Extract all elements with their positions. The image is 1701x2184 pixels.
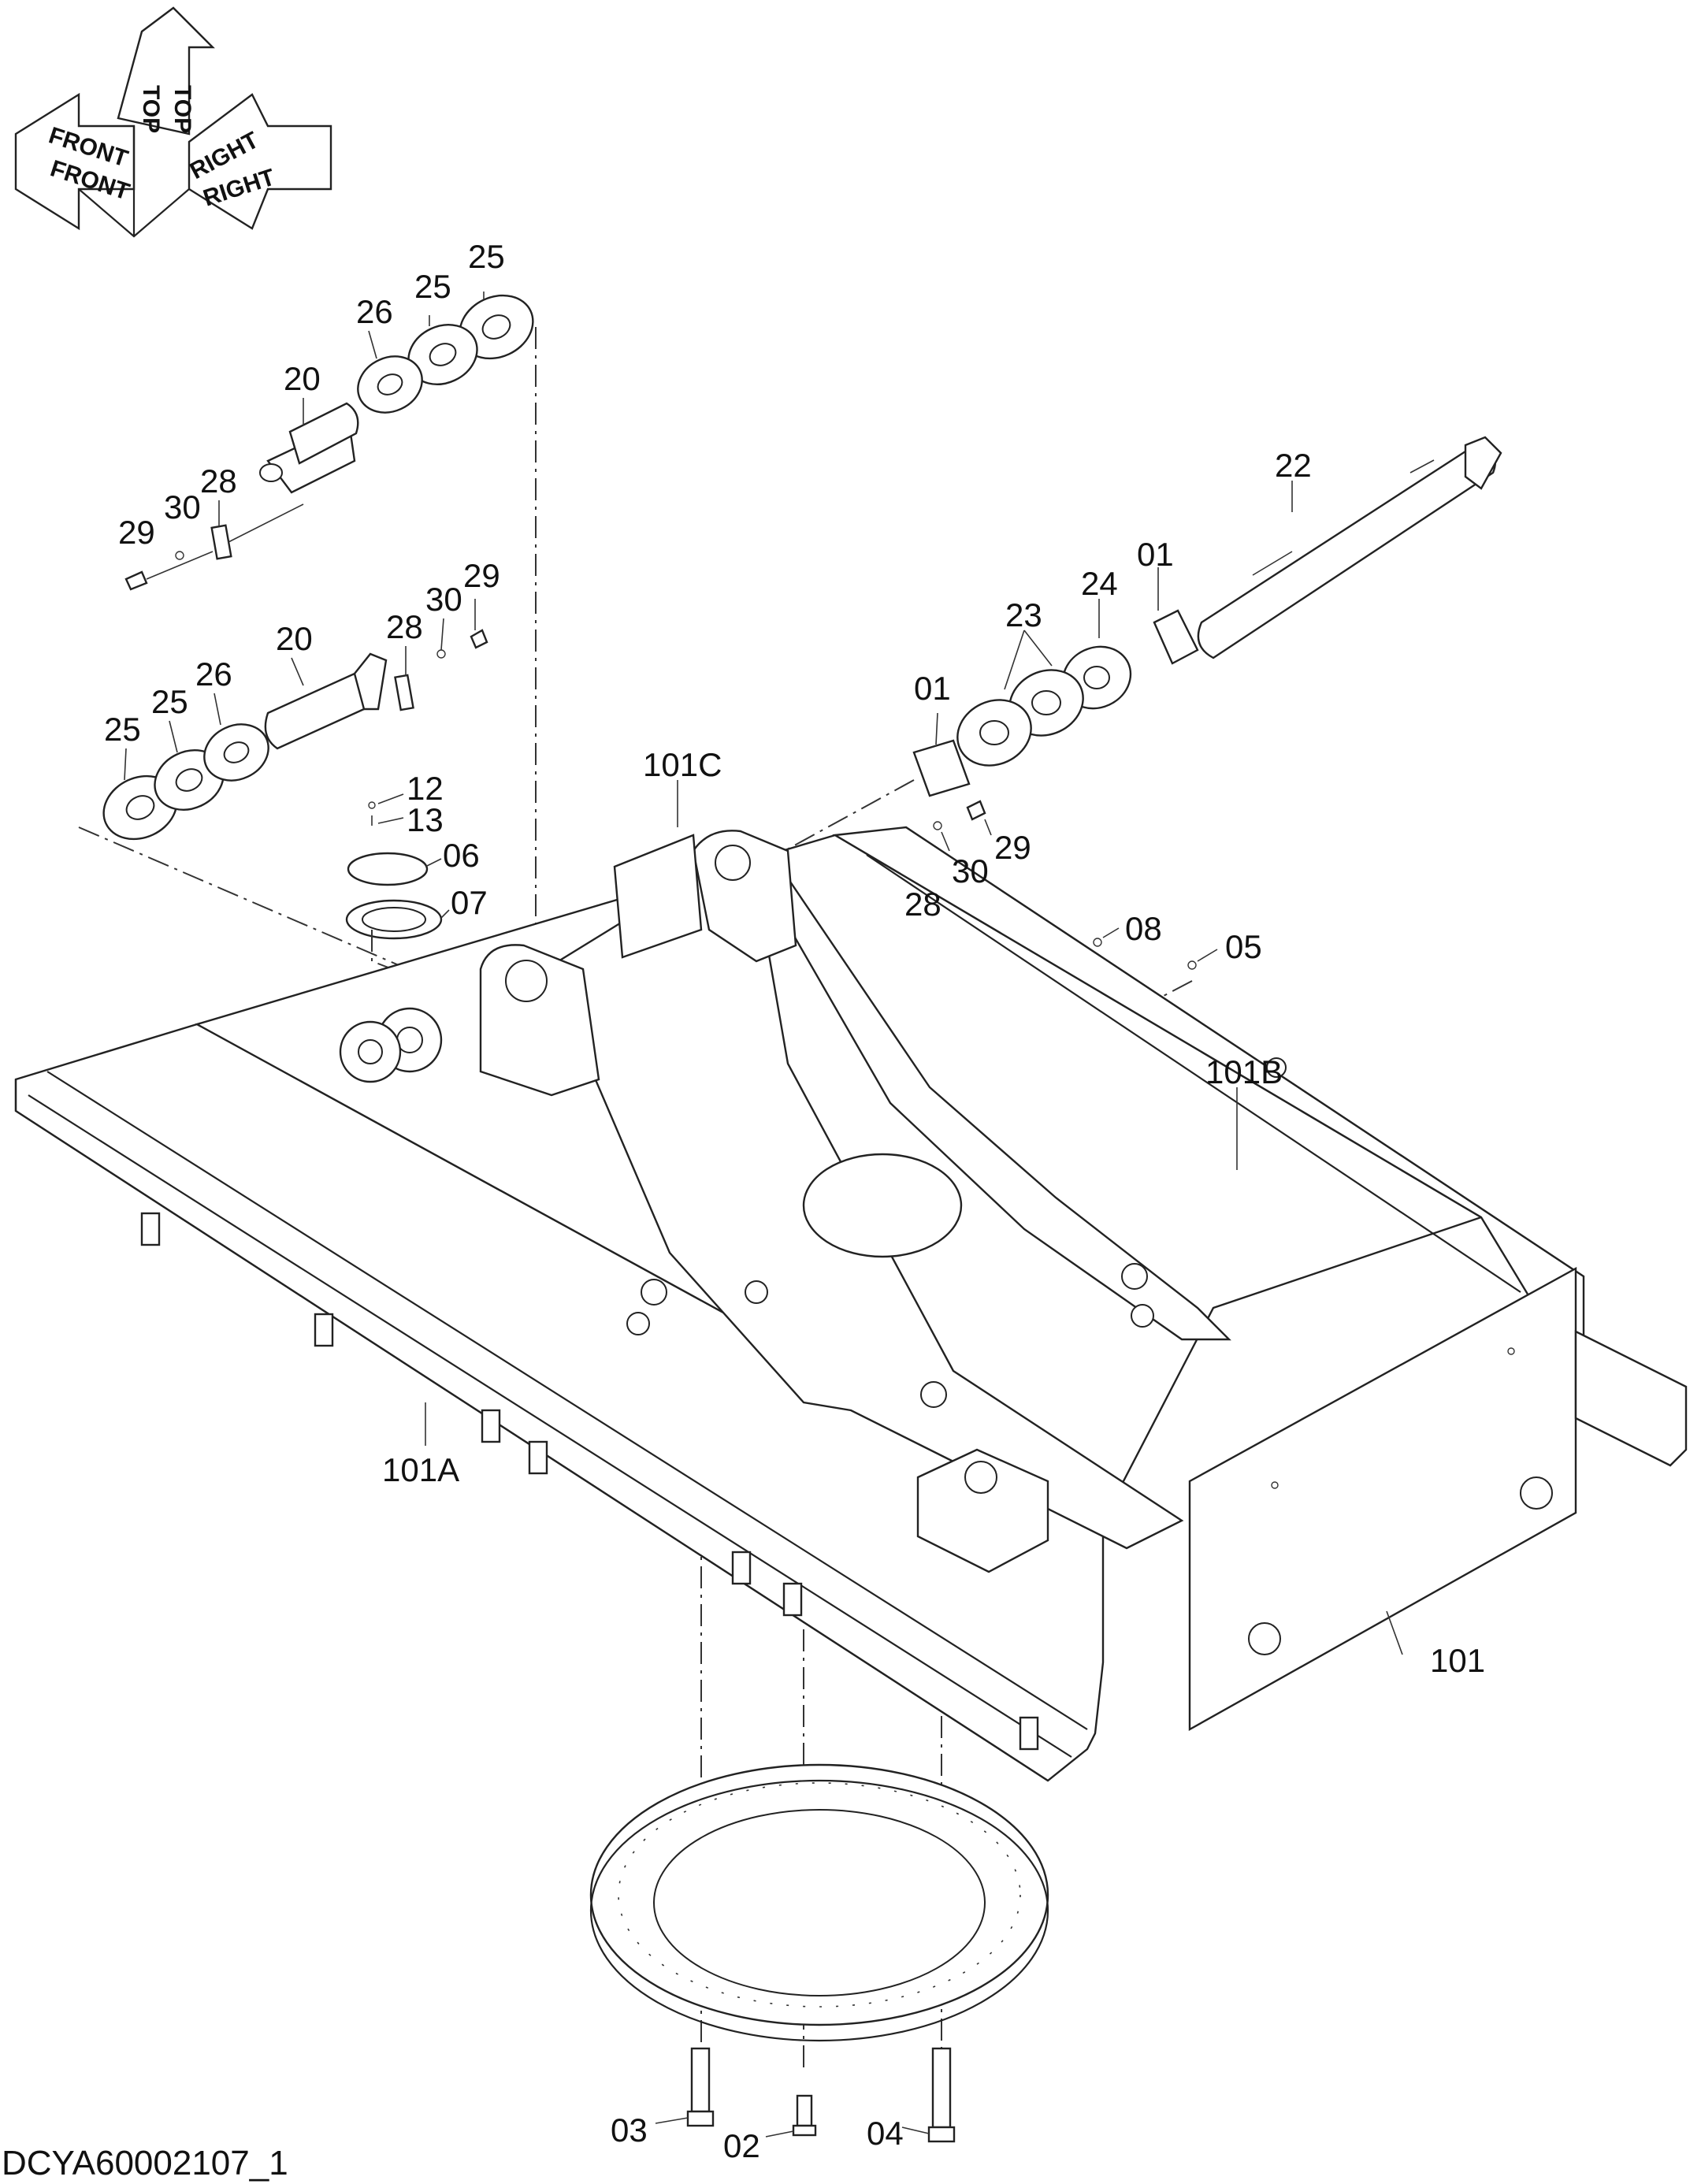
callout-28: 28 — [904, 886, 941, 923]
plate-28-upper — [210, 524, 232, 560]
bolt-29-upper — [124, 570, 148, 591]
pin-20-lower-plate — [353, 652, 388, 711]
orientation-top-right: TOP — [169, 85, 195, 133]
lug-4 — [528, 1440, 548, 1475]
callout-101: 101 — [1430, 1642, 1485, 1679]
lug-6 — [782, 1582, 803, 1617]
callout-01: 01 — [1137, 536, 1174, 573]
callout-08: 08 — [1125, 910, 1162, 947]
callout-23: 23 — [1005, 596, 1042, 633]
lug-2 — [314, 1313, 334, 1347]
pin-20-lower-shaft — [264, 672, 367, 750]
callout-101C: 101C — [643, 746, 722, 783]
lug-7 — [1019, 1716, 1039, 1751]
callout-29: 29 — [118, 514, 155, 551]
callout-101A: 101A — [382, 1451, 459, 1488]
callout-03: 03 — [611, 2112, 648, 2149]
callout-02: 02 — [723, 2127, 760, 2164]
callout-28: 28 — [200, 462, 237, 500]
swing-bearing-inner — [653, 1809, 986, 1996]
rear-block — [916, 1448, 1049, 1573]
callout-05: 05 — [1225, 928, 1262, 965]
bolt-29-lower — [470, 629, 488, 649]
center-boom-rail-right — [708, 841, 1231, 1341]
bolt-04 — [931, 2047, 952, 2129]
rear-plate-101 — [1188, 1266, 1577, 1732]
callout-29: 29 — [463, 557, 500, 594]
drawing-code: DCYA60002107_1 — [2, 2144, 288, 2182]
lug-3 — [481, 1409, 501, 1443]
plate-28-lower — [394, 674, 414, 711]
right-deck-101B — [832, 826, 1585, 1391]
callout-07: 07 — [451, 884, 488, 921]
callout-13: 13 — [407, 801, 444, 838]
bushing-01-lower — [912, 739, 971, 797]
callout-20: 20 — [276, 620, 313, 657]
callout-01: 01 — [914, 670, 951, 707]
callout-22: 22 — [1275, 447, 1312, 484]
right-rear-extension — [1574, 1330, 1688, 1467]
boom-pin-22 — [1197, 440, 1497, 659]
lug-1 — [140, 1212, 161, 1246]
cap-plate-06 — [347, 852, 429, 886]
control-box-101C — [613, 834, 703, 959]
callout-25: 25 — [414, 268, 451, 305]
callout-29: 29 — [994, 829, 1031, 866]
callout-25: 25 — [151, 683, 188, 720]
callout-28: 28 — [386, 608, 423, 645]
callout-26: 26 — [356, 293, 393, 330]
upper-frame-101 — [14, 780, 1688, 1782]
cap-plate-group — [345, 793, 537, 1025]
right-pin-assembly — [873, 436, 1502, 970]
callout-04: 04 — [867, 2115, 904, 2152]
bolt-29-right — [966, 800, 986, 821]
lower-left-pin-assembly — [102, 599, 488, 841]
callout-101B: 101B — [1205, 1053, 1283, 1090]
callout-30: 30 — [952, 852, 989, 890]
callout-06: 06 — [443, 837, 480, 874]
bolt-03 — [690, 2047, 711, 2113]
bolts — [655, 2047, 956, 2143]
orientation-indicator: FRONT FRONT TOP TOP RIGHT RIGHT — [14, 6, 332, 238]
callout-30: 30 — [425, 581, 462, 618]
callout-24: 24 — [1081, 565, 1118, 602]
pin-20-upper-shaft — [288, 402, 359, 465]
callout-20: 20 — [284, 360, 321, 397]
bolt-02 — [796, 2094, 813, 2127]
lug-5 — [731, 1551, 752, 1585]
callout-12: 12 — [407, 770, 444, 807]
callout-25: 25 — [104, 711, 141, 748]
orientation-top-left: TOP — [138, 85, 164, 133]
swing-bearing — [589, 1763, 1049, 2042]
swing-center-opening — [802, 1153, 963, 1258]
callout-labels: 25 25 26 20 28 30 29 29 30 28 20 26 25 2… — [104, 238, 1485, 2164]
callout-25: 25 — [468, 238, 505, 275]
callout-30: 30 — [164, 488, 201, 526]
bushing-01-upper — [1153, 609, 1199, 665]
upper-left-pin-assembly — [124, 292, 534, 591]
callout-26: 26 — [195, 656, 232, 693]
